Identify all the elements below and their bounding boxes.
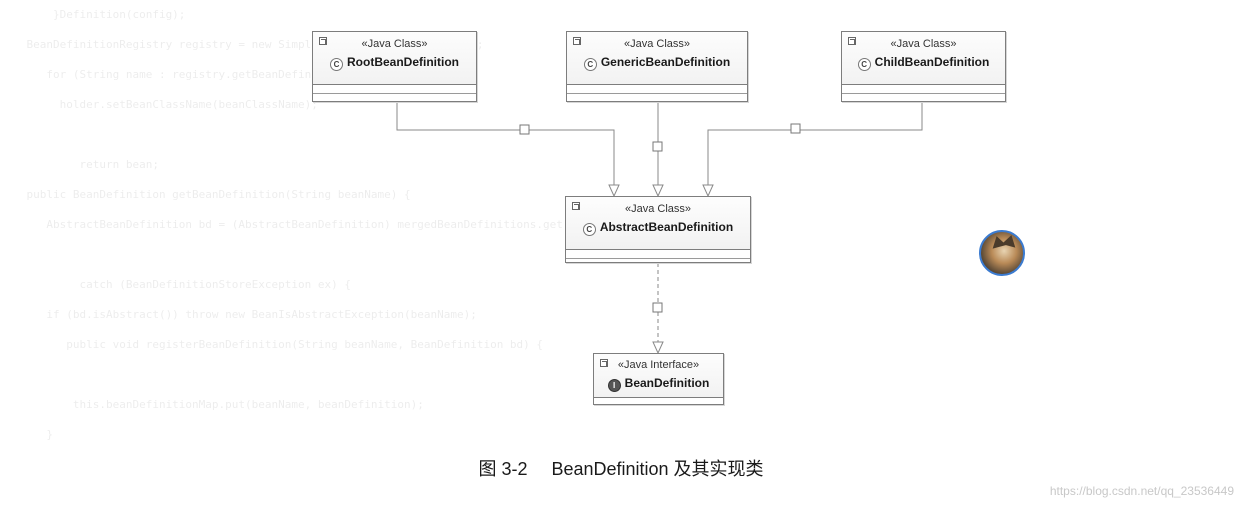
- watermark-url: https://blog.csdn.net/qq_23536449: [1049, 484, 1234, 498]
- visibility-icon: [848, 37, 856, 45]
- stereotype-label: «Java Class»: [890, 38, 957, 50]
- relation-icon: [519, 124, 530, 135]
- figure-title: BeanDefinition 及其实现类: [551, 459, 764, 479]
- relation-icon: [652, 302, 663, 313]
- class-icon: C: [583, 58, 597, 71]
- class-icon: C: [330, 58, 343, 71]
- attributes-section: [567, 85, 747, 94]
- attributes-section: [566, 250, 750, 259]
- class-icon: C: [582, 223, 596, 236]
- visibility-icon: [572, 202, 580, 210]
- stereotype-label: «Java Class»: [361, 38, 428, 50]
- visibility-icon: [319, 37, 327, 45]
- attributes-section: [313, 85, 476, 94]
- stereotype-label: «Java Interface»: [617, 359, 700, 371]
- stereotype-label: «Java Class»: [624, 203, 692, 215]
- relation-icon: [790, 123, 801, 134]
- class-icon: C: [857, 58, 871, 71]
- avatar[interactable]: [979, 230, 1025, 276]
- attributes-section: [842, 85, 1005, 94]
- stereotype-label: «Java Class»: [623, 38, 691, 50]
- visibility-icon: [573, 37, 581, 45]
- interface-icon: I: [607, 379, 621, 392]
- generalization-root-line: [396, 102, 620, 198]
- visibility-icon: [600, 359, 608, 367]
- relation-icon: [652, 141, 663, 152]
- figure-number: 图 3-2: [478, 459, 528, 479]
- generalization-child-line: [702, 102, 923, 198]
- figure-caption: 图 3-2 BeanDefinition 及其实现类: [0, 455, 1242, 481]
